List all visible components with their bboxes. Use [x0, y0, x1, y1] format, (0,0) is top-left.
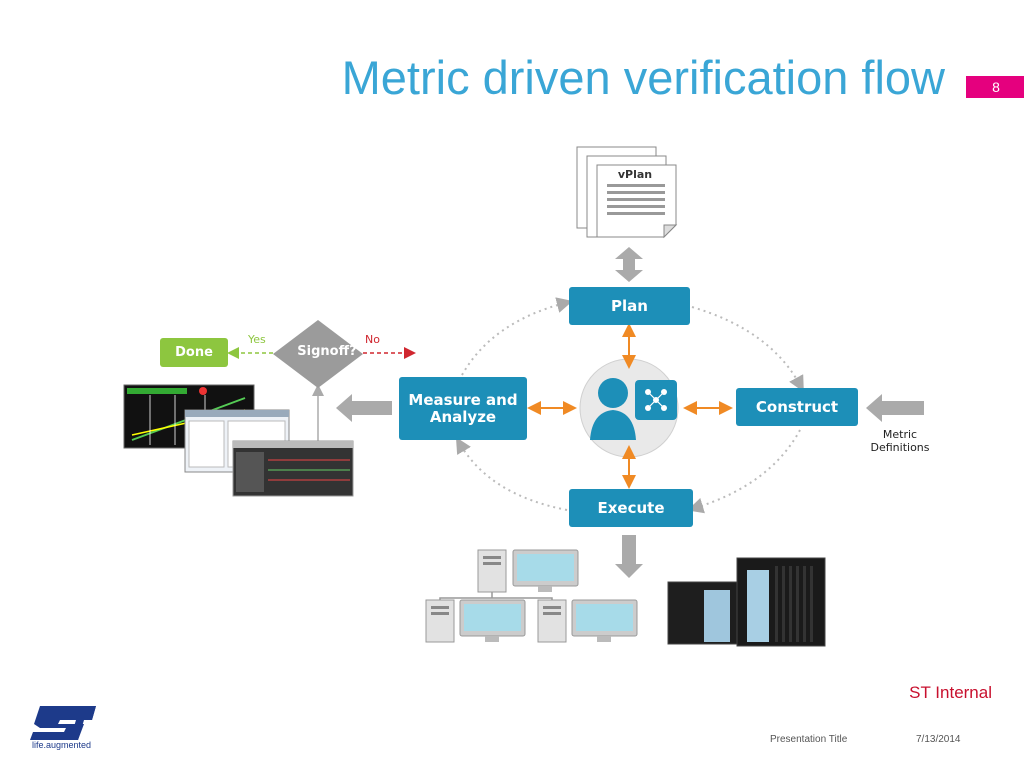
arc-plan-construct: [691, 306, 804, 393]
st-logo-icon: [30, 706, 96, 740]
execute-to-machines-arrow: [615, 535, 643, 578]
signoff-diamond: [273, 320, 363, 388]
vplan-plan-double-arrow: [615, 247, 643, 282]
user-icon: [579, 358, 679, 458]
metric-input-arrow: [866, 394, 924, 422]
construct-node: Construct: [736, 388, 858, 426]
workstations-icon: [425, 549, 638, 643]
vplan-document-icon: [576, 146, 678, 239]
footer-date: 7/13/2014: [916, 734, 961, 745]
classification-label: ST Internal: [909, 683, 992, 702]
execute-node: Execute: [569, 489, 693, 527]
vplan-label: vPlan: [617, 168, 653, 181]
servers-icon: [667, 557, 826, 647]
arc-measure-plan: [461, 297, 573, 376]
yes-label: Yes: [248, 333, 266, 346]
measure-analyze-node: Measure and Analyze: [399, 377, 527, 440]
no-label: No: [365, 333, 380, 346]
page-number-badge: 8: [966, 76, 1024, 98]
measure-to-reports-arrow: [336, 394, 392, 422]
plan-node: Plan: [569, 287, 690, 325]
signoff-label: Signoff?: [297, 344, 357, 359]
report-screenshots-icon: [123, 384, 354, 497]
metric-definitions-label: Metric Definitions: [870, 428, 930, 454]
logo-tagline: life.augmented: [32, 740, 92, 750]
done-node: Done: [160, 338, 228, 367]
arc-construct-execute: [687, 429, 801, 514]
slide-title: Metric driven verification flow: [341, 51, 945, 104]
arc-execute-measure: [455, 437, 568, 511]
footer-presentation-title: Presentation Title: [770, 734, 848, 745]
